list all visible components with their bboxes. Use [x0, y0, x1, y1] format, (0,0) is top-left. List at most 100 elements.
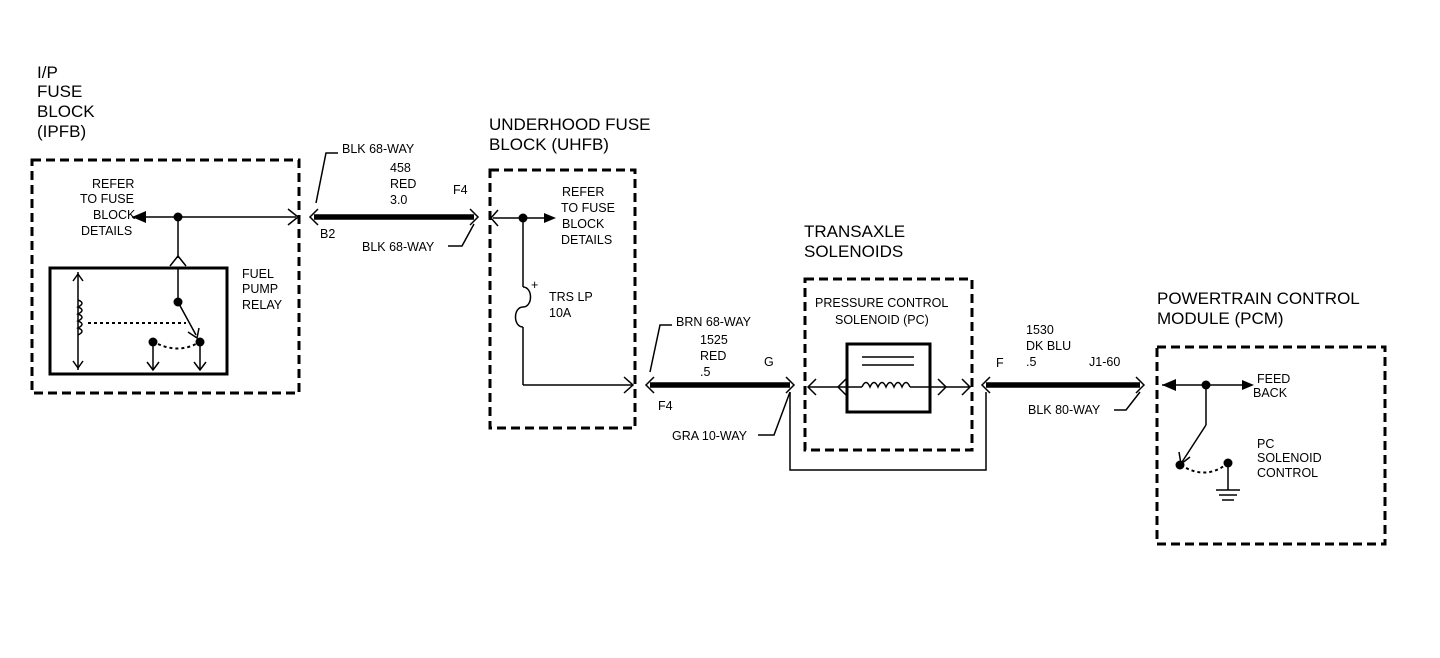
wire458-connector-top: BLK 68-WAY	[342, 142, 415, 156]
relay-switch-arrow	[187, 327, 200, 340]
transaxle-title-line-2: SOLENOIDS	[804, 242, 903, 261]
relay-label-line-1: FUEL	[242, 267, 274, 281]
transaxle-title-line-1: TRANSAXLE	[804, 222, 905, 241]
pc-solenoid-label-line-1: PRESSURE CONTROL	[815, 296, 948, 310]
relay-contact-right-arrow	[193, 361, 207, 372]
ipfb-refer-line-3: BLOCK	[93, 208, 136, 222]
wire1525-connector-bottom: GRA 10-WAY	[672, 429, 748, 443]
wire1530-connector-bottom: BLK 80-WAY	[1028, 403, 1101, 417]
ipfb-title-line-1: I/P	[37, 63, 58, 82]
pcm-box	[1155, 345, 1387, 546]
uhfb-refer-line-2: TO FUSE	[561, 201, 615, 215]
pcm-feedback-arrow	[1242, 380, 1254, 390]
uhfb-out-chevron	[623, 376, 635, 394]
relay-label-line-3: RELAY	[242, 298, 283, 312]
wire1525-pin-left: F4	[658, 399, 673, 413]
ipfb-section: I/P FUSE BLOCK (IPFB) REFER TO FUSE BLOC…	[30, 63, 301, 395]
wire458-left-chevron	[308, 208, 319, 226]
wire1530-right-chevron	[1135, 376, 1146, 394]
wire458-color: RED	[390, 177, 416, 191]
relay-contact-left-arrow	[146, 361, 160, 372]
relay-switch-arm	[177, 301, 197, 336]
wire458-right-chevron	[469, 208, 480, 226]
uhfb-refer-line-3: BLOCK	[562, 217, 605, 231]
wire1525-right-chevron	[785, 376, 796, 394]
ipfb-box	[30, 158, 301, 395]
uhfb-title-line-2: BLOCK (UHFB)	[489, 135, 609, 154]
wire1525-circuit: 1525	[700, 333, 728, 347]
pcm-feed-line-1: FEED	[1257, 372, 1290, 386]
wire458-leader-bottom	[448, 223, 475, 247]
wire1530-color: DK BLU	[1026, 339, 1071, 353]
pcm-switch-arm	[1181, 424, 1207, 463]
wire1530-circuit: 1530	[1026, 323, 1054, 337]
pcm-control-line-3: CONTROL	[1257, 466, 1318, 480]
uhfb-refer-line-4: DETAILS	[561, 233, 612, 247]
pc-solenoid-left-chevron-2	[836, 378, 847, 396]
wire1530-left-chevron	[980, 376, 991, 394]
wire1525-left-chevron	[644, 376, 655, 394]
pcm-switch-contact	[1175, 460, 1185, 470]
ipfb-drop-chevron	[169, 254, 187, 267]
uhfb-section: UNDERHOOD FUSE BLOCK (UHFB) REFER TO FUS…	[488, 115, 651, 430]
wire458-circuit: 458	[390, 161, 411, 175]
wire1525-leader-bottom	[758, 391, 791, 436]
wire1525-connector-top: BRN 68-WAY	[676, 315, 752, 329]
pcm-title-line-2: MODULE (PCM)	[1157, 309, 1284, 328]
wire1530-pin-left: F	[996, 356, 1004, 370]
pcm-control-line-1: PC	[1257, 437, 1274, 451]
transaxle-section: TRANSAXLE SOLENOIDS PRESSURE CONTROL SOL…	[789, 222, 987, 471]
relay-label-line-2: PUMP	[242, 282, 278, 296]
pcm-input-arrow	[1162, 379, 1176, 391]
pcm-title-line-1: POWERTRAIN CONTROL	[1157, 289, 1360, 308]
relay-contact-dash	[157, 343, 197, 350]
ipfb-title-line-4: (IPFB)	[37, 122, 86, 141]
fuse-label-line-1: TRS LP	[549, 290, 593, 304]
fuse-icon	[514, 286, 532, 328]
ipfb-left-arrow	[132, 211, 146, 223]
wire1530-pin-right: J1-60	[1089, 355, 1120, 369]
wire1530-leader-bottom	[1114, 391, 1141, 411]
wire458-leader-top	[315, 152, 338, 204]
uhfb-box	[488, 168, 637, 430]
wire1530-gauge: .5	[1026, 355, 1036, 369]
uhfb-refer-line-1: REFER	[562, 185, 604, 199]
wire-1530-section: F 1530 DK BLU .5 J1-60 BLK 80-WAY	[980, 323, 1146, 417]
relay-coil-bottom-arrow	[72, 360, 84, 370]
pc-solenoid-box	[845, 342, 932, 414]
ipfb-title-line-3: BLOCK	[37, 102, 95, 121]
fuel-pump-relay-box	[48, 266, 229, 376]
wire458-gauge: 3.0	[390, 193, 407, 207]
pc-solenoid-right-chevron-2	[961, 378, 972, 396]
transaxle-box	[803, 277, 974, 452]
pcm-feed-line-2: BACK	[1253, 386, 1288, 400]
pc-solenoid-label-line-2: SOLENOID (PC)	[835, 313, 929, 327]
ipfb-title-line-2: FUSE	[37, 82, 82, 101]
ipfb-right-chevron	[287, 208, 300, 226]
fuse-plus-mark: +	[531, 278, 538, 292]
uhfb-refer-arrow	[544, 213, 556, 223]
pc-solenoid-left-chevron-1	[806, 378, 817, 396]
pc-solenoid-coil-icon	[861, 381, 911, 389]
wire458-connector-bottom: BLK 68-WAY	[362, 240, 435, 254]
wire-458-section: BLK 68-WAY 458 RED 3.0 F4 B2 BLK 68-WAY	[308, 142, 480, 254]
relay-coil-top-arrow	[72, 272, 84, 282]
pcm-section: POWERTRAIN CONTROL MODULE (PCM) FEED BAC…	[1155, 289, 1387, 546]
wire458-pin-right: F4	[453, 183, 468, 197]
ipfb-refer-line-2: TO FUSE	[80, 192, 134, 206]
wire-1525-section: BRN 68-WAY 1525 RED .5 G F4 GRA 10-WAY	[644, 315, 796, 443]
wire1525-gauge: .5	[700, 365, 710, 379]
relay-coil-icon	[76, 299, 83, 336]
uhfb-title-line-1: UNDERHOOD FUSE	[489, 115, 651, 134]
fuse-label-line-2: 10A	[549, 306, 572, 320]
pc-solenoid-right-chevron-1	[937, 378, 948, 396]
uhfb-in-chevron	[490, 209, 499, 227]
ipfb-refer-line-1: REFER	[92, 177, 134, 191]
pcm-control-line-2: SOLENOID	[1257, 451, 1322, 465]
wire1525-pin-right: G	[764, 355, 774, 369]
wire1525-color: RED	[700, 349, 726, 363]
transaxle-connector-outline	[789, 392, 987, 471]
wire458-pin-left: B2	[320, 227, 335, 241]
ipfb-refer-line-4: DETAILS	[81, 224, 132, 238]
